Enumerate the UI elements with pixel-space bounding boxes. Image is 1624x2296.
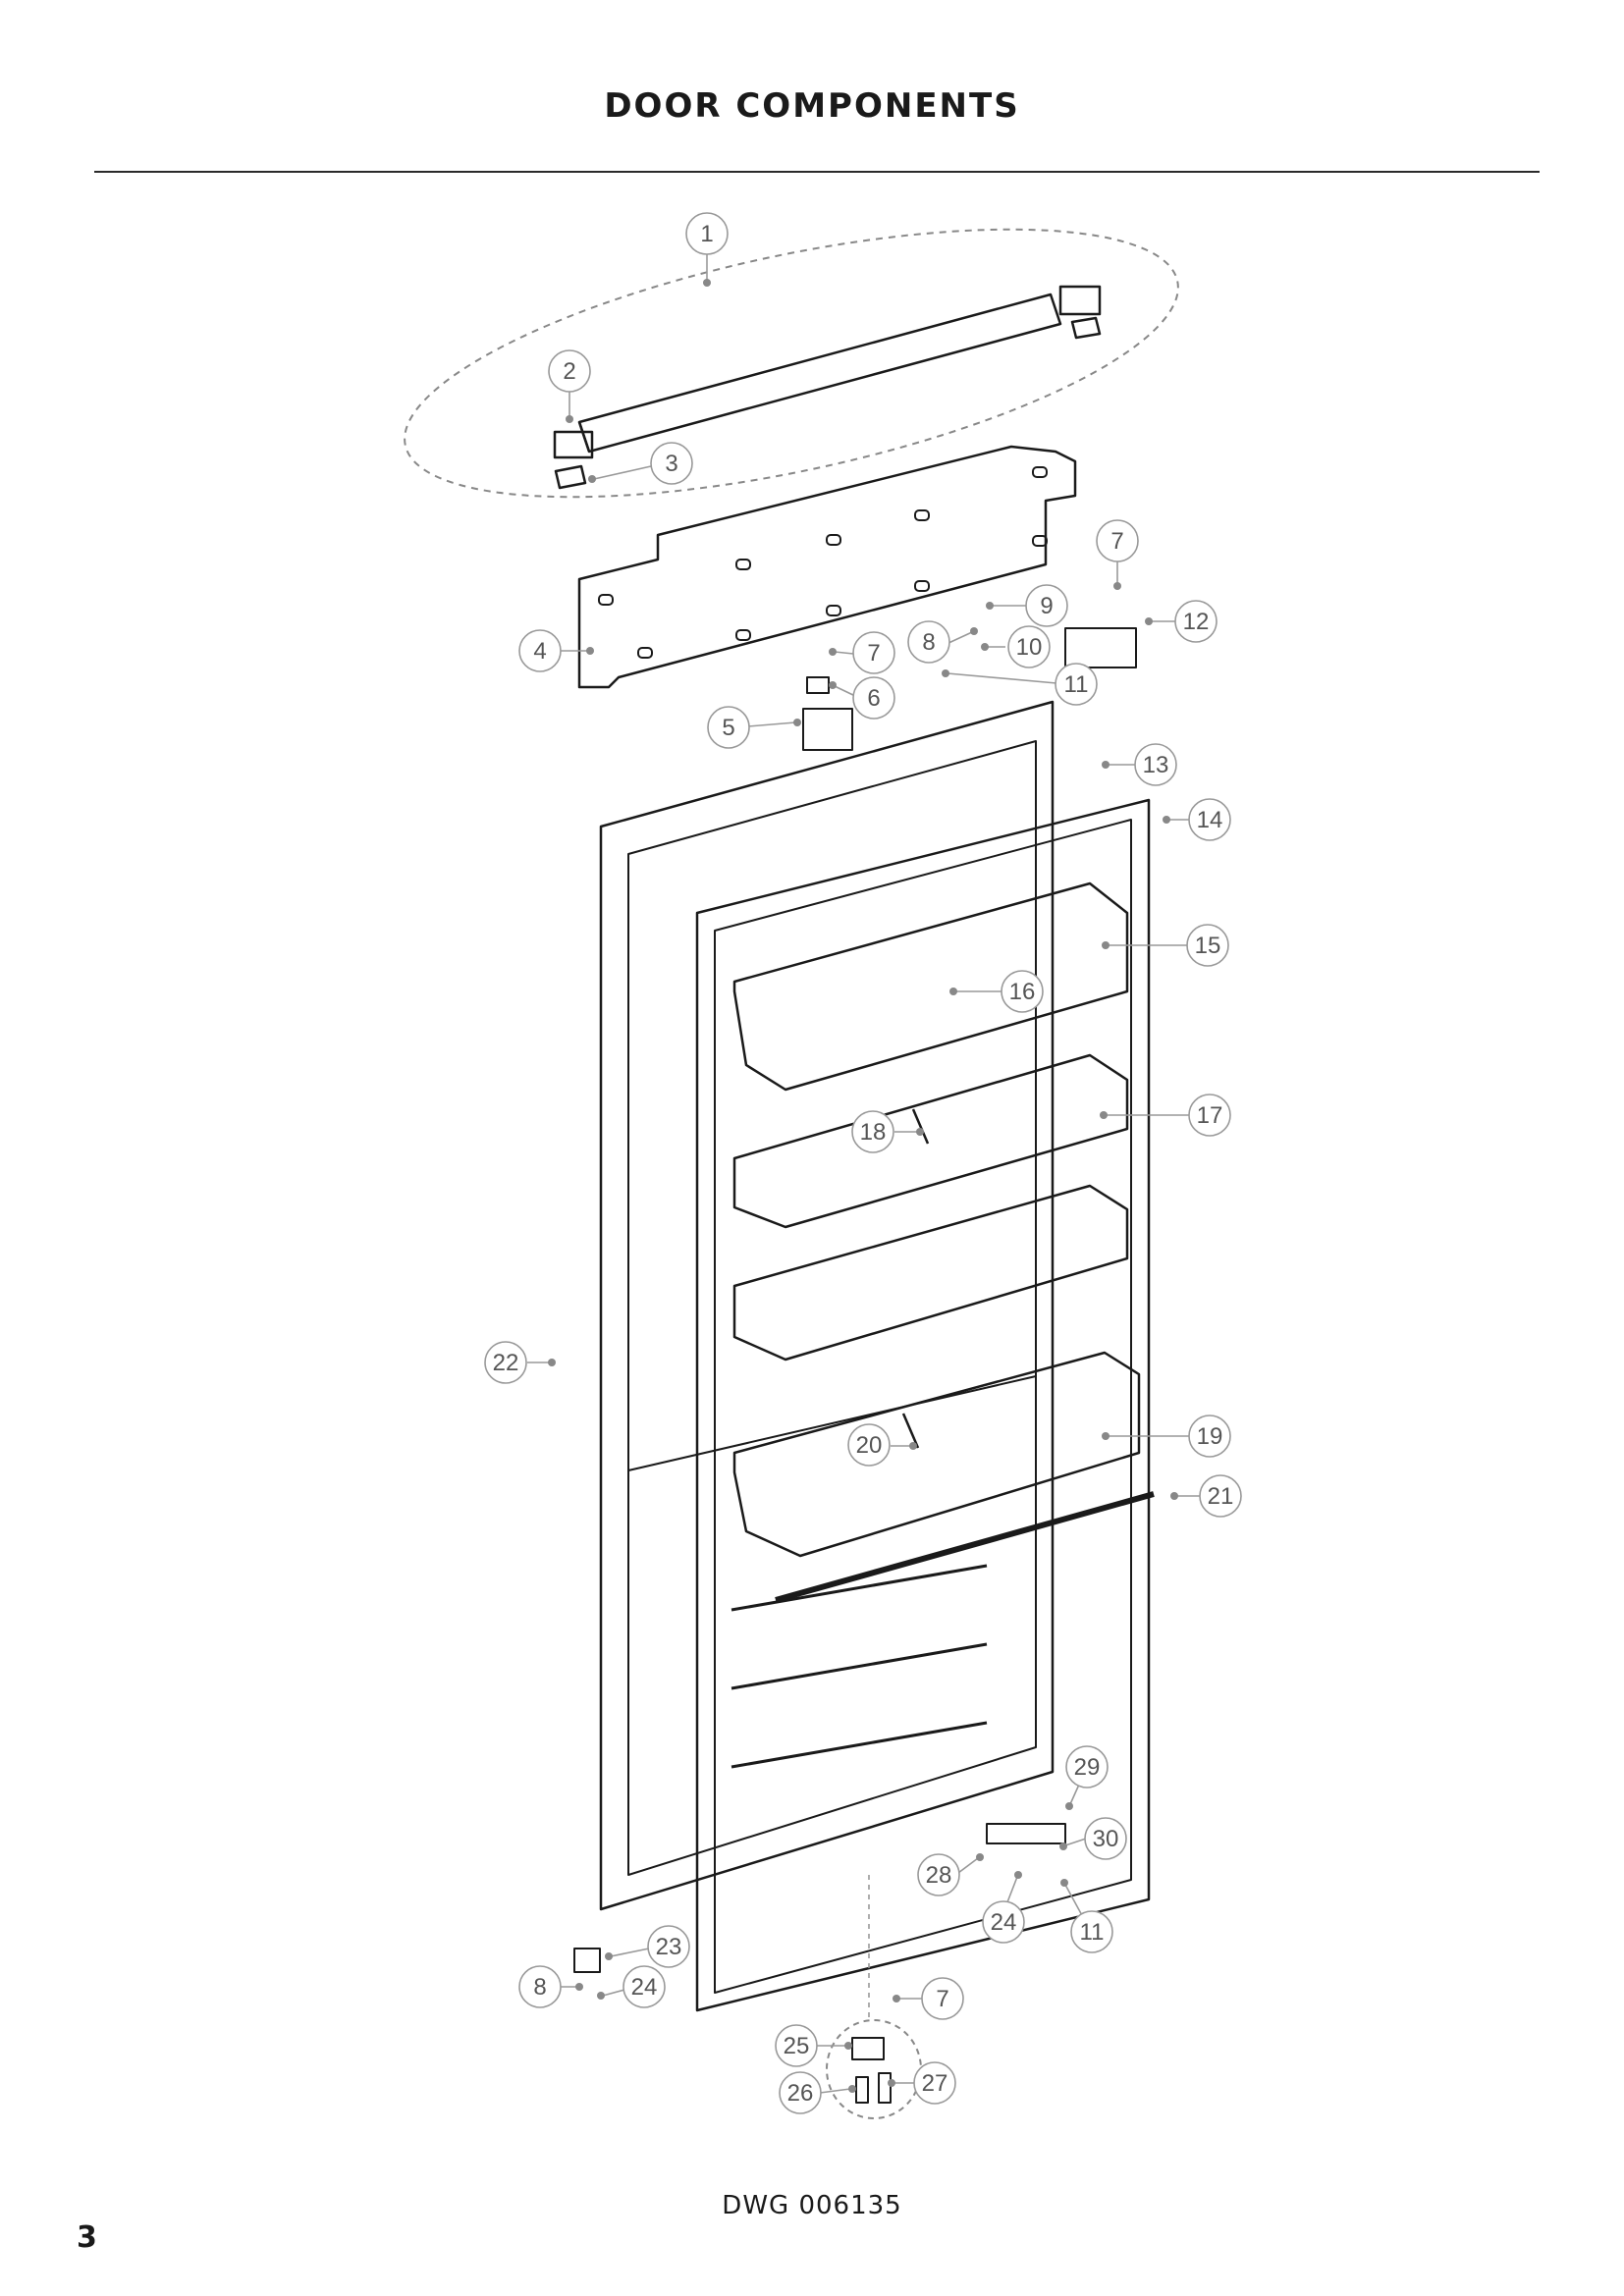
clip-26 (855, 2076, 869, 2104)
trim-kit-group-outline (404, 228, 1179, 499)
callout-label: 16 (1009, 979, 1036, 1005)
callout-label: 3 (665, 451, 677, 477)
top-trim-bar (577, 293, 1062, 454)
callout-label: 13 (1143, 752, 1169, 778)
door-bin-17 (732, 1053, 1129, 1229)
trim-pad-left (554, 464, 587, 490)
callout-label: 20 (856, 1432, 883, 1459)
hinge-block (1064, 627, 1137, 668)
callout-label: 7 (1110, 528, 1123, 555)
mounting-plate (577, 445, 1077, 689)
callout-label: 15 (1195, 933, 1221, 959)
callout-label: 11 (1064, 671, 1089, 698)
callout-label: 28 (926, 1862, 952, 1889)
callout-label: 19 (1197, 1423, 1223, 1450)
callout-label: 2 (563, 358, 575, 385)
callout-label: 24 (631, 1974, 658, 2001)
clip-27 (878, 2072, 892, 2104)
callout-label: 29 (1074, 1754, 1101, 1781)
mounting-plate-slots (598, 466, 1048, 659)
door-gasket-inner (714, 819, 1132, 1994)
callout-label: 17 (1197, 1102, 1223, 1129)
callout-label: 8 (922, 629, 935, 656)
callout-label: 22 (493, 1350, 519, 1376)
small-parts-group-outline (826, 2019, 922, 2119)
callout-label: 6 (867, 685, 880, 712)
bin-divider-18 (911, 1108, 930, 1145)
door-frame-inner (627, 740, 1037, 1876)
trim-end-cap-left (553, 430, 594, 459)
page-number: 3 (77, 2220, 97, 2255)
callout-label: 9 (1040, 593, 1053, 619)
callouts (484, 212, 1242, 2114)
callout-label: 14 (1197, 807, 1223, 833)
callout-label: 24 (991, 1909, 1017, 1936)
hinge-plate-29 (986, 1823, 1066, 1844)
callout-label: 12 (1183, 609, 1210, 635)
drawing-number: DWG 006135 (722, 2191, 902, 2220)
callout-label: 7 (936, 1986, 948, 2012)
callout-label: 5 (722, 715, 734, 741)
freezer-rails (731, 1564, 988, 1769)
callout-label: 30 (1093, 1826, 1119, 1852)
title-divider (94, 171, 1540, 173)
callout-label: 23 (656, 1934, 682, 1960)
callout-label: 4 (533, 638, 546, 665)
callout-label: 10 (1016, 634, 1043, 661)
callout-label: 1 (700, 221, 713, 247)
door-frame-outer (599, 700, 1055, 1911)
bracket-pad (806, 676, 830, 694)
callout-label: 21 (1208, 1483, 1234, 1510)
door-bin-19 (732, 1351, 1141, 1558)
callout-label: 26 (787, 2080, 814, 2107)
label-plate (851, 2037, 885, 2060)
callout-numbers: 1 2 3 4 5 6 7 7 7 8 8 9 10 11 11 12 13 1… (493, 221, 1234, 2107)
bracket-cover (802, 708, 853, 751)
callout-label: 18 (860, 1119, 887, 1146)
door-bin-15 (732, 881, 1129, 1092)
lower-hinge-23 (573, 1948, 601, 1973)
callout-label: 11 (1080, 1919, 1105, 1946)
retaining-rod (775, 1491, 1155, 1603)
page-title: DOOR COMPONENTS (604, 86, 1020, 126)
callout-label: 25 (784, 2033, 810, 2059)
callout-label: 8 (533, 1974, 546, 2001)
trim-pad-right (1070, 316, 1102, 340)
door-gasket-outer (695, 798, 1151, 2012)
callout-label: 27 (922, 2070, 948, 2097)
trim-end-cap-right (1058, 285, 1102, 316)
bin-divider-20 (901, 1413, 920, 1449)
door-bin-middle (732, 1184, 1129, 1362)
callout-label: 7 (867, 640, 880, 667)
